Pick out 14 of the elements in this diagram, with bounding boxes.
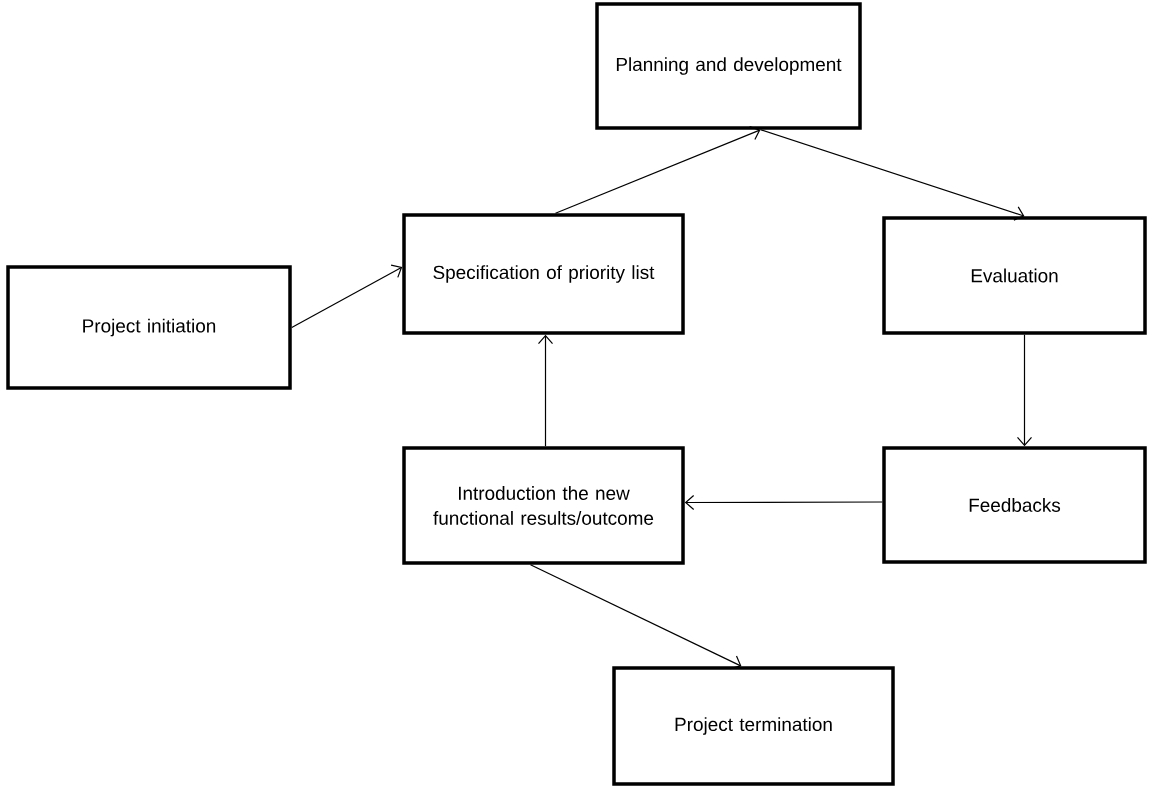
arrow <box>684 494 883 511</box>
arrow <box>759 129 1025 221</box>
process-box: Feedbacks <box>882 446 1147 564</box>
process-box: Project termination <box>612 666 895 786</box>
arrow <box>554 126 761 214</box>
process-box: Evaluation <box>882 216 1147 335</box>
arrow <box>537 334 554 447</box>
process-box: Specification of priority list <box>402 213 685 335</box>
process-box: Project initiation <box>6 265 292 390</box>
arrow <box>1016 334 1033 447</box>
arrow <box>529 564 742 670</box>
process-box: Introduction the new functional results/outcome <box>402 446 685 565</box>
arrow <box>291 264 403 329</box>
process-box: Planning and development <box>595 2 862 130</box>
